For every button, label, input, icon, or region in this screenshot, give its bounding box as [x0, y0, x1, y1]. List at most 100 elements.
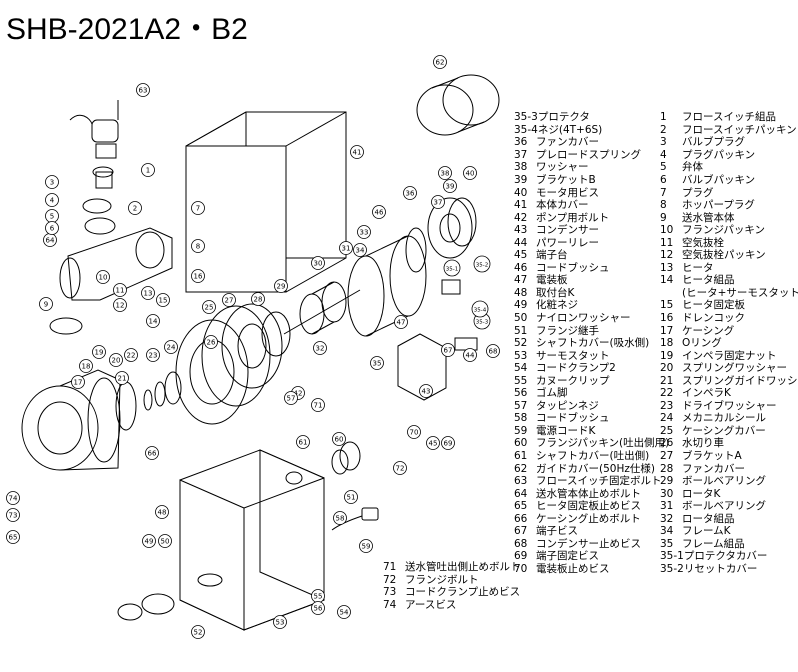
diagram-title: SHB-2021A2・B2 [6, 13, 248, 46]
legend-label: 本体カバー [536, 199, 589, 212]
callout-layer: 6362123456467891011121314151617181920212… [6, 55, 500, 639]
callout-number: 56 [314, 605, 323, 613]
legend-label: スプリングワッシャー [682, 362, 787, 375]
callout-marker: 20 [109, 353, 123, 367]
legend-label: 空気抜栓パッキン [682, 249, 766, 262]
legend-row: 12 空気抜栓パッキン [660, 249, 798, 262]
bracket-a-part [221, 303, 283, 389]
legend-number: 7 [660, 186, 667, 199]
legend-number: 28 [660, 462, 674, 475]
callout-number: 16 [194, 273, 203, 281]
callout-marker: 62 [433, 55, 447, 69]
legend-label: フレーム組品 [682, 537, 745, 550]
legend-label: 電装板 [536, 274, 568, 287]
callout-marker: 60 [332, 432, 346, 446]
legend-number: 55 [514, 374, 528, 387]
legend-row: 27 ブラケットA [660, 450, 798, 463]
legend-label: プラグ [682, 186, 714, 199]
casing-part [21, 369, 121, 471]
legend-label: ヒータ固定板止めビス [536, 500, 641, 513]
callout-number: 67 [444, 347, 453, 355]
base-frame-part [179, 449, 325, 631]
callout-number: 58 [336, 515, 345, 523]
legend-label: フレームK [682, 525, 731, 538]
callout-number: 51 [347, 494, 356, 502]
callout-marker: 59 [359, 539, 373, 553]
callout-marker: 51 [344, 490, 358, 504]
legend-label: ドレンコック [682, 312, 745, 325]
callout-number: 26 [207, 339, 216, 347]
legend-number: 51 [514, 324, 528, 337]
legend-number: 58 [514, 412, 528, 425]
legend-label: コードクランプ2 [536, 362, 616, 375]
callout-marker: 2 [128, 201, 142, 215]
callout-marker: 64 [43, 233, 57, 247]
legend-label: 空気抜栓 [682, 236, 724, 249]
callout-marker: 45 [426, 436, 440, 450]
legend-number: 66 [514, 512, 528, 525]
legend-label: フランジボルト [405, 573, 479, 586]
legend-label: コンデンサー止めビス [536, 537, 641, 550]
pump-body-part [49, 227, 173, 335]
callout-marker: 44 [463, 348, 477, 362]
callout-number: 34 [356, 247, 365, 255]
legend-label: ネジ(4T+6S) [537, 123, 603, 136]
legend-label: ガイドカバー(50Hz仕様) [536, 462, 655, 475]
legend-label: ブラケットA [682, 450, 742, 463]
legend-number: 42 [514, 211, 528, 224]
callout-marker: 53 [273, 615, 287, 629]
legend-number: 70 [514, 562, 528, 575]
legend-number: 61 [514, 450, 528, 463]
legend-number: 35-1 [660, 550, 684, 563]
callout-number: 53 [276, 619, 285, 627]
callout-marker: 35-4 [471, 300, 489, 318]
callout-number: 38 [441, 170, 450, 178]
callout-number: 42 [294, 390, 303, 398]
callout-number: 45 [429, 440, 438, 448]
callout-number: 69 [444, 440, 453, 448]
legend-number: 30 [660, 487, 674, 500]
callout-number: 15 [159, 297, 168, 305]
legend-number: 73 [383, 586, 397, 599]
callout-marker: 3 [45, 175, 59, 189]
legend-number: 27 [660, 450, 674, 463]
legend-number: 35-3 [514, 111, 538, 124]
legend-label: 端子台 [536, 249, 568, 262]
legend-label: シャフトカバー(吸水側) [536, 337, 650, 350]
legend-number: 20 [660, 362, 674, 375]
callout-number: 36 [406, 190, 415, 198]
legend-number: 39 [514, 174, 528, 186]
callout-number: 63 [139, 87, 148, 95]
legend-label: ヒータ組品 [682, 274, 735, 287]
legend-number: 63 [514, 475, 528, 488]
body-cover-part [185, 111, 347, 293]
callout-marker: 13 [141, 286, 155, 300]
legend-number: 12 [660, 249, 674, 262]
callout-number: 46 [375, 209, 384, 217]
fan-cover-part [261, 311, 291, 357]
legend-number: 21 [660, 374, 674, 387]
